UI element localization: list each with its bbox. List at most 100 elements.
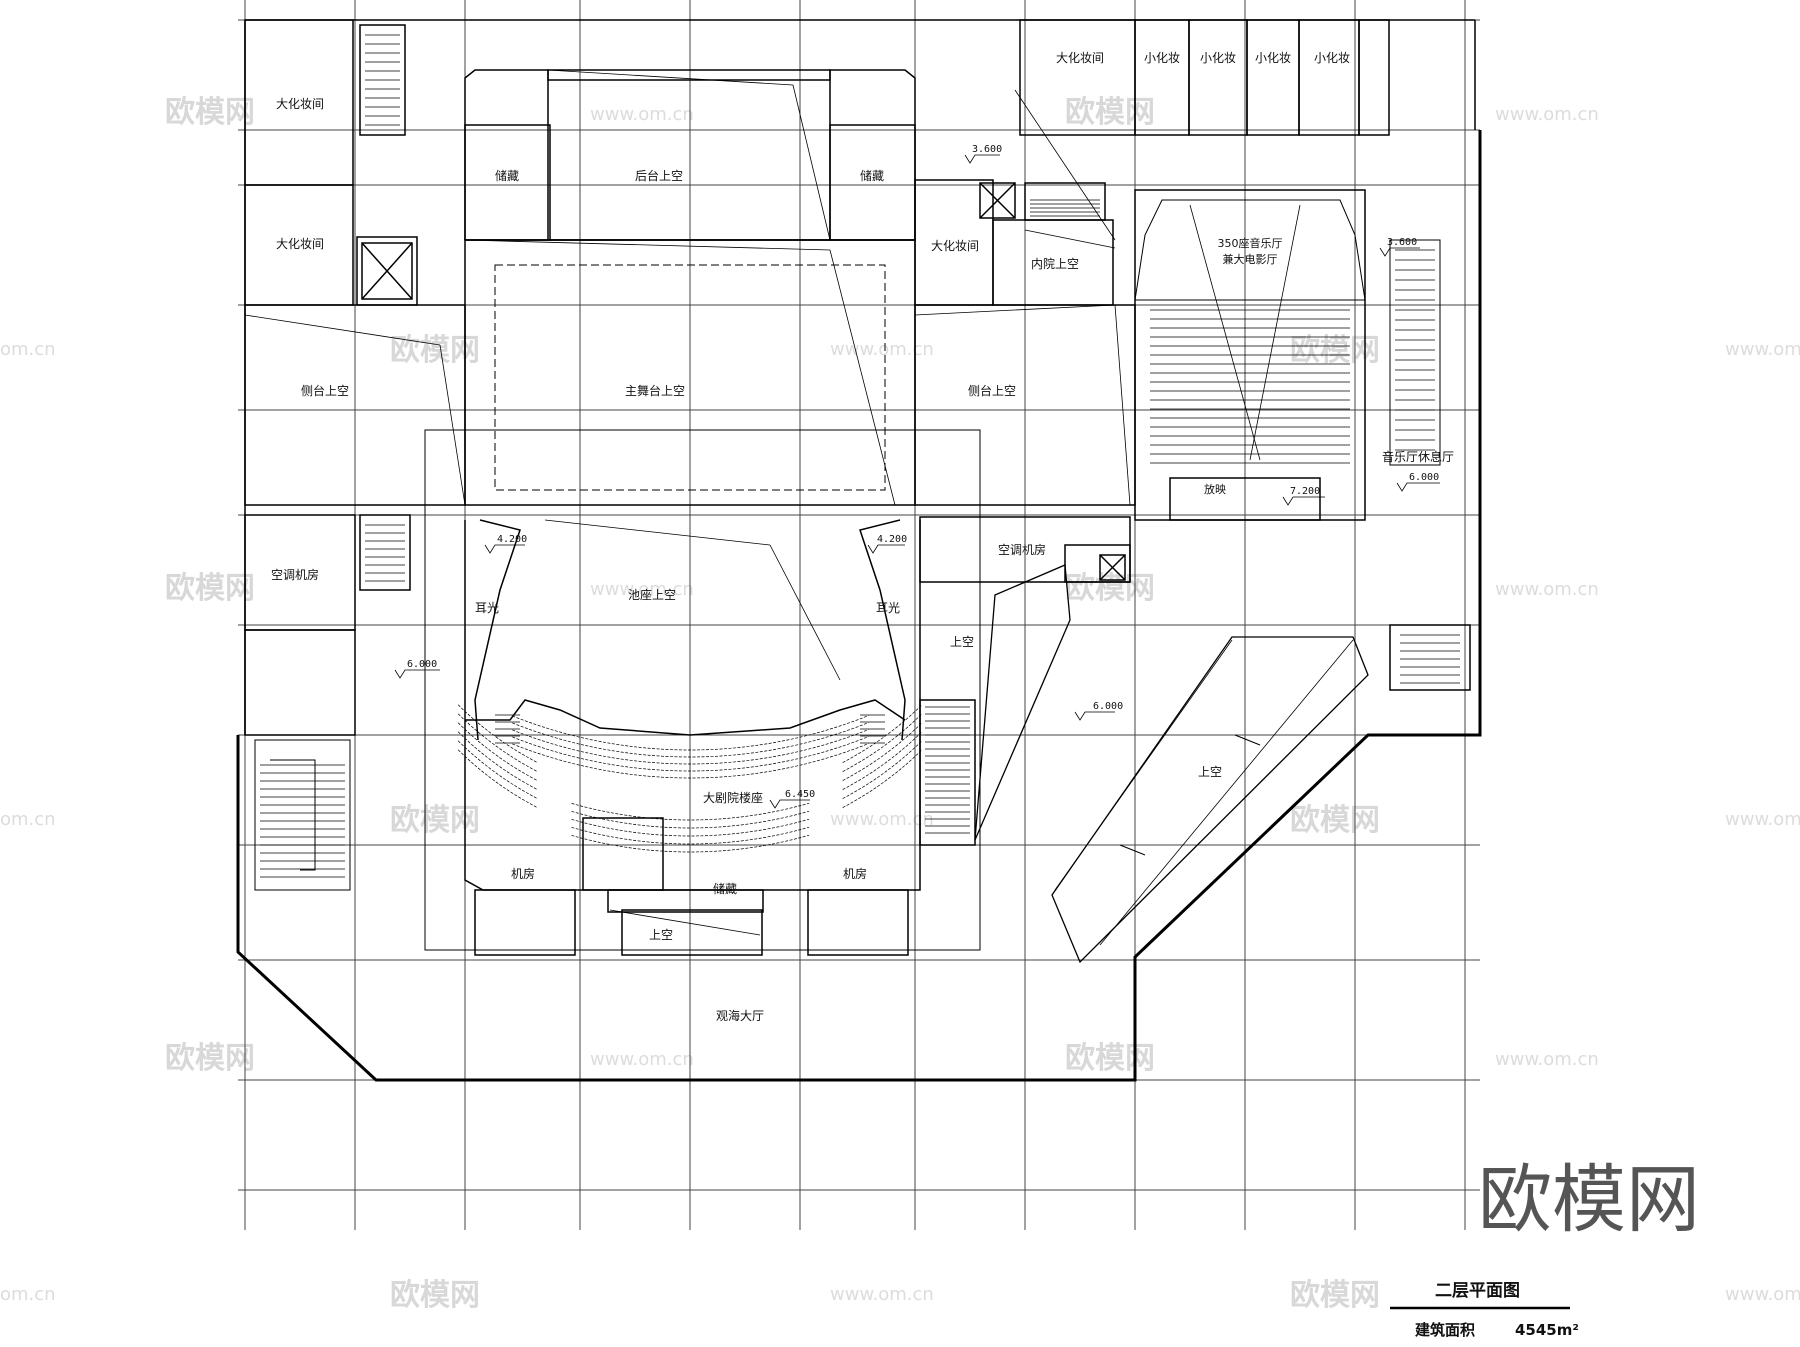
seat-row [842,749,923,808]
watermark-text: 欧模网 [1290,333,1380,368]
watermark-url: www.om.cn [1725,809,1800,830]
seat-row [571,826,810,845]
elevation-label: 3.600 [972,144,1002,155]
elevation-label: 6.450 [785,789,815,800]
watermark-url: om.cn [0,809,56,830]
room-label: 后台上空 [635,168,683,183]
title-block: 二层平面图 建筑面积 4545m² [1390,1281,1579,1339]
room-label: 耳光 [876,601,900,615]
watermark-url: om.cn [0,339,56,360]
elevation-label: 3.600 [1387,237,1417,248]
area-label: 建筑面积 [1415,1321,1475,1339]
void-lines [244,69,1301,936]
elevation-label: 4.200 [877,534,907,545]
room-label: 池座上空 [628,587,676,602]
watermark-text: 欧模网 [165,571,255,606]
seat-row [571,810,810,829]
seat-row [571,818,810,837]
room-label: 空调机房 [998,542,1046,557]
seat-row [842,722,923,781]
room-label: 侧台上空 [301,383,349,398]
watermark-logo: 欧模网 [1478,1157,1700,1243]
room-label: 机房 [511,866,535,881]
room-label: 大化妆间 [276,237,324,251]
room-label: 小化妆 [1144,51,1180,65]
seat-row [457,749,539,809]
elevation-label: 6.000 [1093,701,1123,712]
watermark-text: 欧模网 [1065,571,1155,606]
room-label: 音乐厅休息厅 [1382,449,1454,464]
void-areas [974,564,1369,964]
room-label: 小化妆 [1200,51,1236,65]
room-label: 大剧院楼座 [703,790,763,805]
seat-row [457,713,539,773]
seat-row [512,722,869,758]
room-label: 主舞台上空 [625,383,685,398]
room-label: 放映 [1204,482,1226,496]
seat-row [842,704,923,763]
watermark-url: www.om.cn [590,104,694,125]
seat-row [512,736,869,772]
elevation-label: 6.000 [1409,472,1439,483]
seat-row [842,731,923,790]
room-label: 上空 [1198,765,1222,779]
room-label: 大化妆间 [931,239,979,253]
watermark-url: www.om.cn [590,579,694,600]
seat-row [842,713,923,772]
seat-row [512,715,869,751]
room-label: 耳光 [475,601,499,615]
watermark-url: www.om.cn [1495,1049,1599,1070]
watermark-text: 欧模网 [390,333,480,368]
watermark-layer: 欧模网 www.om.cn 欧模网 www.om.cn om.cn 欧模网 ww… [0,95,1800,1313]
watermark-url: www.om.cn [830,809,934,830]
watermark-text: 欧模网 [1065,1041,1155,1076]
drawing-title: 二层平面图 [1435,1281,1520,1301]
room-label: 空调机房 [271,567,319,582]
seat-row [457,722,539,782]
watermark-url: www.om.cn [590,1049,694,1070]
watermark-url: www.om.cn [1495,579,1599,600]
watermark-text: 欧模网 [165,95,255,130]
watermark-text: 欧模网 [1290,1278,1380,1313]
room-label: 机房 [843,866,867,881]
room-walls [244,19,1471,891]
watermark-text: 欧模网 [165,1041,255,1076]
seat-row [512,743,869,779]
room-labels: 大化妆间 大化妆间 大化妆间 大化妆间 小化妆 小化妆 小化妆 小化妆 储藏 后… [271,51,1454,1023]
watermark-text: 欧模网 [390,1278,480,1313]
room-label: 上空 [950,635,974,649]
elevation-label: 7.200 [1290,486,1320,497]
watermark-url: www.om.cn [1725,1284,1800,1305]
seating-rows [457,309,1350,853]
seat-row [457,731,539,791]
room-label: 储藏 [860,168,884,183]
area-value: 4545m² [1515,1321,1579,1339]
room-label: 储藏 [495,168,519,183]
auditorium-walls [424,429,981,956]
watermark-url: om.cn [0,1284,56,1305]
room-label: 内院上空 [1031,257,1079,271]
watermark-url: www.om.cn [1725,339,1800,360]
seat-row [842,740,923,799]
room-label: 观海大厅 [716,1008,764,1023]
watermark-text: 欧模网 [1290,803,1380,838]
seat-row [457,740,539,800]
room-label: 小化妆 [1255,51,1291,65]
stair-treads [260,34,1460,878]
room-label: 上空 [649,928,673,942]
room-label: 侧台上空 [968,383,1016,398]
elevation-markers [394,154,1440,809]
room-label: 350座音乐厅 [1218,236,1283,250]
room-label: 大化妆间 [276,97,324,111]
watermark-text: 欧模网 [390,803,480,838]
structural-grid [238,0,1480,1230]
seat-row [512,729,869,765]
watermark-text: 欧模网 [1065,95,1155,130]
watermark-url: www.om.cn [830,1284,934,1305]
seat-row [457,704,539,764]
room-label: 储藏 [713,881,737,896]
room-label: 大化妆间 [1056,51,1104,65]
watermark-url: www.om.cn [1495,104,1599,125]
room-label: 小化妆 [1314,51,1350,65]
